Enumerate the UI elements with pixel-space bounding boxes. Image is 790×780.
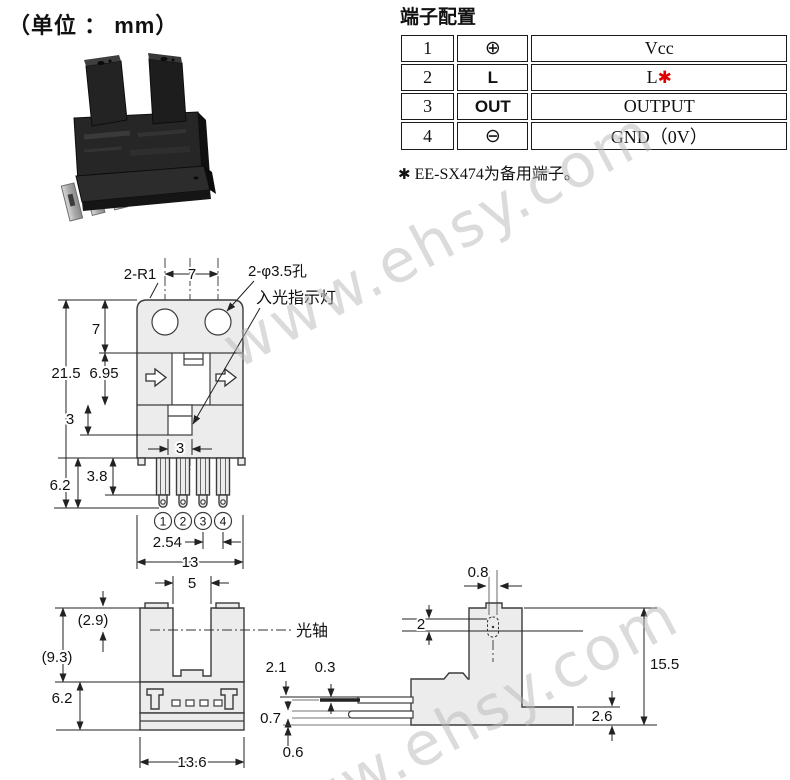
pin-number-cell: 4 — [401, 122, 455, 150]
unit-label: （单位 ： mm） — [8, 13, 179, 38]
pin-desc-cell: L✱ — [531, 64, 787, 91]
pin-number-cell: 1 — [401, 35, 455, 62]
dim-base-thickness: 2.6 — [592, 708, 613, 725]
dim-slot-width: 5 — [188, 575, 196, 592]
terminal-config-section: 端子配置 1 ⊕ Vcc 2 L L✱ 3 OUT OUTPUT 4 ⊖ GND… — [398, 2, 790, 184]
footnote-asterisk: ✱ — [398, 165, 411, 183]
dim-base-width: 13.6 — [177, 754, 206, 771]
red-asterisk: ✱ — [657, 68, 672, 88]
dim-indicator-width: 3 — [176, 440, 184, 457]
product-photo — [60, 53, 216, 222]
side-view-drawing: 5 光轴 (2.9) (9.3) 6.2 13.6 — [40, 573, 330, 773]
dim-hole-pitch: 7 — [188, 266, 196, 283]
profile-view-drawing: 0.8 2 15.5 2.6 2.1 0.3 0.7 0.6 — [258, 562, 681, 763]
pin-desc-cell: GND（0V） — [531, 122, 787, 150]
pin-1-label: 1 — [160, 515, 167, 529]
dim-terminal-pitch: 2.54 — [153, 534, 182, 551]
pin-number-cell: 3 — [401, 93, 455, 120]
minus-symbol: ⊖ — [484, 125, 501, 147]
pin-numbers: 1 2 3 4 — [153, 511, 233, 531]
pin-desc-cell: Vcc — [531, 35, 787, 62]
dim-lead-thickness: 0.3 — [315, 659, 336, 676]
light-indicator-label: 入光指示灯 — [256, 289, 336, 307]
dim-upper-height: (9.3) — [42, 649, 73, 666]
terminal-config-title: 端子配置 — [400, 7, 477, 28]
terminal-config-table: 1 ⊕ Vcc 2 L L✱ 3 OUT OUTPUT 4 ⊖ GND（0V） — [398, 33, 790, 152]
plus-symbol: ⊕ — [484, 38, 501, 59]
front-view-terminals — [137, 457, 246, 508]
dim-total-height: 21.5 — [51, 365, 80, 382]
optical-axis-label: 光轴 — [296, 622, 328, 640]
pin-symbol-cell: OUT — [457, 93, 529, 120]
dim-mid-section: 6.95 — [89, 365, 118, 382]
dim-profile-height: 15.5 — [650, 656, 679, 673]
dim-bump-width: 0.8 — [468, 564, 489, 581]
table-row: 4 ⊖ GND（0V） — [401, 122, 787, 150]
dim-corner-radius: 2-R1 — [124, 266, 157, 283]
pin-3-label: 3 — [200, 515, 207, 529]
dim-hole-spec: 2-φ3.5孔 — [248, 263, 307, 280]
table-footnote: ✱ EE-SX474为备用端子。 — [398, 165, 580, 183]
table-row: 3 OUT OUTPUT — [401, 93, 787, 120]
dim-axis-depth: (2.9) — [78, 612, 109, 629]
dim-body-width: 13 — [182, 554, 199, 571]
pin-4-label: 4 — [220, 515, 227, 529]
table-row: 1 ⊕ Vcc — [401, 35, 787, 62]
pin-desc-cell: OUTPUT — [531, 93, 787, 120]
front-view-drawing: 1 2 3 4 7 2-R1 2-φ3.5孔 入光指示灯 21.5 7 6.95 — [48, 258, 338, 573]
dim-shoulder-length: 3.8 — [87, 468, 108, 485]
dim-lower-lead-thickness: 0.7 — [260, 710, 281, 727]
dim-lead-gap: 0.6 — [283, 744, 304, 761]
pin-number-cell: 2 — [401, 64, 455, 91]
dim-top-section: 7 — [92, 321, 100, 338]
dim-terminal-length: 6.2 — [50, 477, 71, 494]
dim-window-height: 2 — [417, 616, 425, 633]
dim-lower-height: 6.2 — [52, 690, 73, 707]
pin-symbol-cell: L — [457, 64, 529, 91]
dim-indicator-height: 3 — [66, 411, 74, 428]
table-row: 2 L L✱ — [401, 64, 787, 91]
pin-2-label: 2 — [180, 515, 187, 529]
dim-lead-offset: 2.1 — [266, 659, 287, 676]
